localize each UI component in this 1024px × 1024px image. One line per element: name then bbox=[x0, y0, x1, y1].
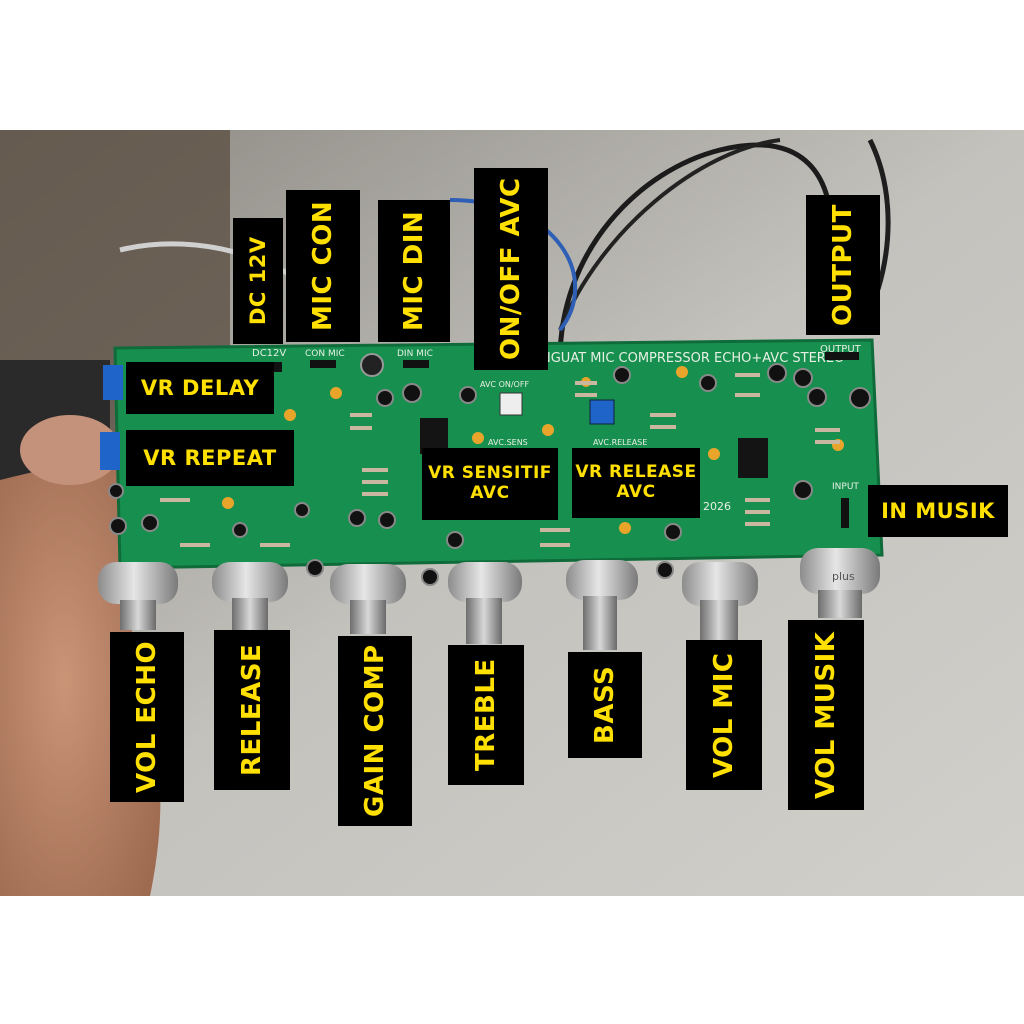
label-mic-din: MIC DIN bbox=[378, 200, 450, 342]
board-title: NGUAT MIC COMPRESSOR ECHO+AVC STEREO bbox=[541, 351, 844, 366]
header-pins bbox=[270, 352, 859, 528]
label-vol-echo: VOL ECHO bbox=[110, 632, 184, 802]
pot-brand-text: plus bbox=[832, 570, 855, 583]
board-avc-release-label: AVC.RELEASE bbox=[593, 438, 647, 447]
label-mic-con: MIC CON bbox=[286, 190, 360, 342]
thumb bbox=[20, 415, 120, 485]
label-vol-mic: VOL MIC bbox=[686, 640, 762, 790]
cable bbox=[557, 142, 834, 361]
label-in-musik: IN MUSIK bbox=[868, 485, 1008, 537]
board-year-label: 2026 bbox=[703, 500, 731, 513]
label-vr-repeat: VR REPEAT bbox=[126, 430, 294, 486]
board-avc-sens-label: AVC.SENS bbox=[488, 438, 528, 447]
label-release: RELEASE bbox=[214, 630, 290, 790]
label-gain-comp: GAIN COMP bbox=[338, 636, 412, 826]
label-bass: BASS bbox=[568, 652, 642, 758]
label-vr-sensitif-avc: VR SENSITIF AVC bbox=[422, 448, 558, 520]
label-treble: TREBLE bbox=[448, 645, 524, 785]
potentiometers: plus bbox=[98, 548, 880, 650]
label-output: OUTPUT bbox=[806, 195, 880, 335]
label-vr-delay: VR DELAY bbox=[126, 362, 274, 414]
board-con-mic-label: CON MIC bbox=[305, 349, 345, 359]
board-dc-label: DC12V bbox=[252, 348, 286, 359]
board-output-label: OUTPUT bbox=[820, 344, 862, 355]
board-din-mic-label: DIN MIC bbox=[397, 349, 433, 359]
board-input-label: INPUT bbox=[832, 482, 859, 492]
label-vol-musik: VOL MUSIK bbox=[788, 620, 864, 810]
label-vr-release-avc: VR RELEASE AVC bbox=[572, 448, 700, 518]
resistors bbox=[160, 373, 840, 547]
cable bbox=[558, 138, 781, 331]
label-dc12v: DC 12V bbox=[233, 218, 283, 344]
components bbox=[100, 353, 871, 586]
label-on-off-avc: ON/OFF AVC bbox=[474, 168, 548, 370]
board-avc-onoff-label: AVC ON/OFF bbox=[480, 380, 529, 389]
